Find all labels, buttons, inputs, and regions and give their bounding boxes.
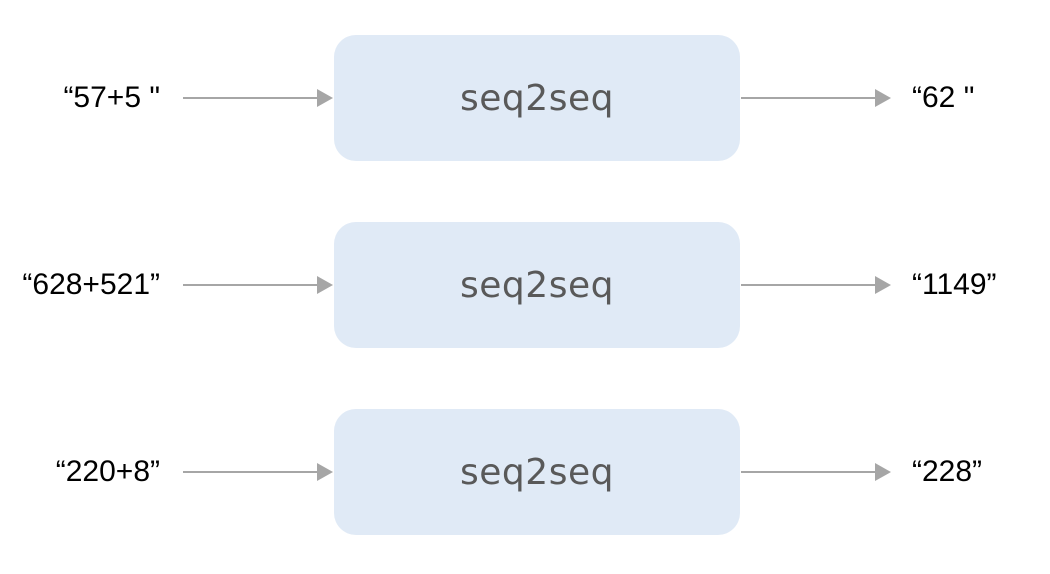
seq2seq-model-box: seq2seq — [334, 35, 740, 161]
input-arrow — [183, 463, 333, 481]
output-arrow — [741, 89, 891, 107]
model-label: seq2seq — [460, 264, 614, 306]
input-sequence: “57+5 " — [63, 81, 160, 114]
output-arrow — [741, 276, 891, 294]
model-label: seq2seq — [460, 451, 614, 493]
input-arrow — [183, 89, 333, 107]
seq2seq-model-box: seq2seq — [334, 222, 740, 348]
input-sequence: “220+8” — [55, 455, 160, 488]
output-sequence: “62 " — [912, 81, 975, 114]
model-label: seq2seq — [460, 77, 614, 119]
input-arrow — [183, 276, 333, 294]
example-row: “220+8” seq2seq “228” — [0, 409, 1050, 535]
seq2seq-model-box: seq2seq — [334, 409, 740, 535]
output-sequence: “1149” — [912, 268, 997, 301]
output-sequence: “228” — [912, 455, 983, 488]
example-row: “57+5 " seq2seq “62 " — [0, 35, 1050, 161]
input-sequence: “628+521” — [22, 268, 160, 301]
example-row: “628+521” seq2seq “1149” — [0, 222, 1050, 348]
output-arrow — [741, 463, 891, 481]
